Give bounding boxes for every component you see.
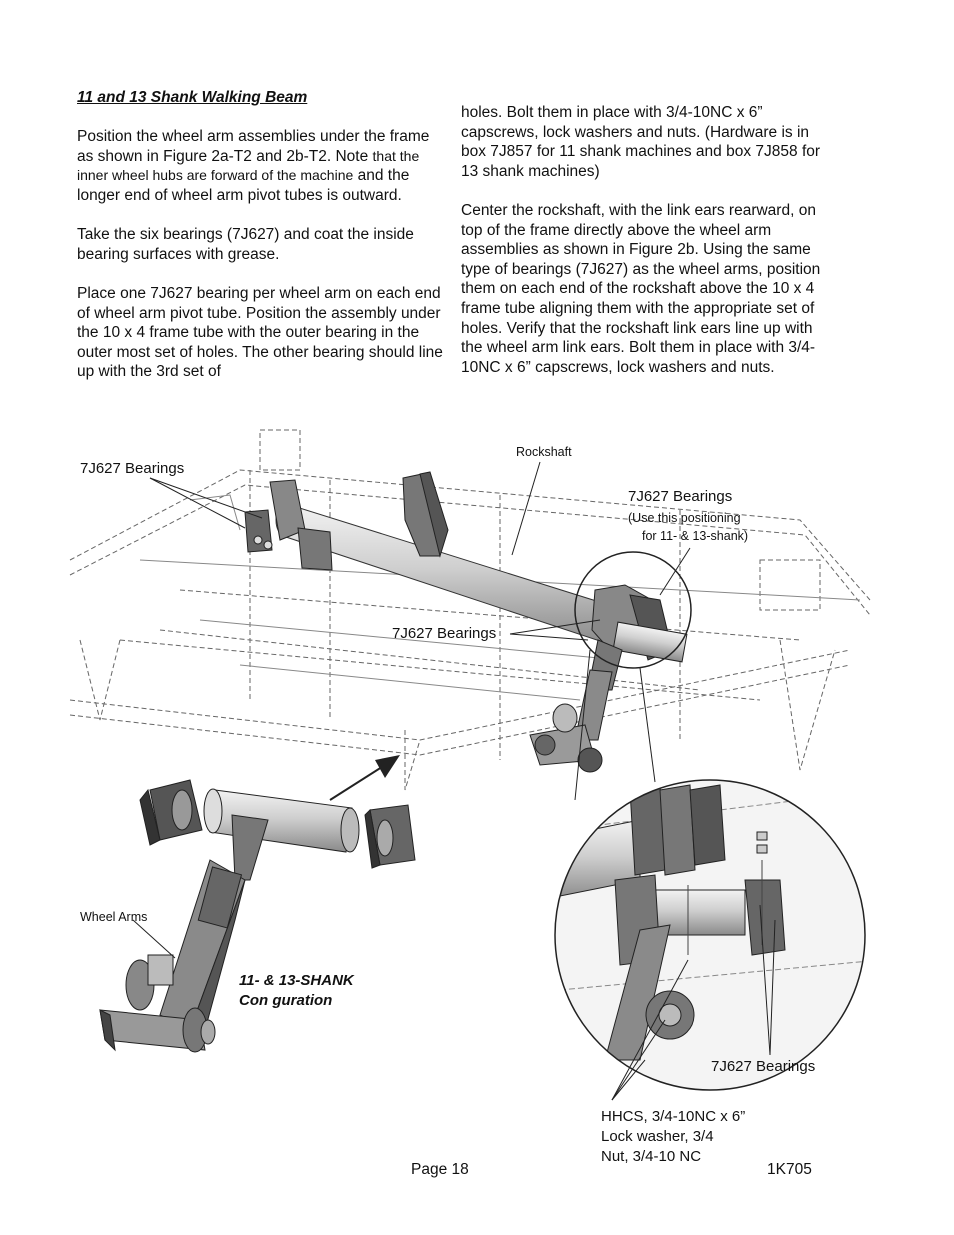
connector-line [639, 667, 656, 783]
label-positioning-note-1: (Use this positioning [628, 511, 741, 525]
label-bearings-top-right: 7J627 Bearings [628, 488, 733, 505]
hardware-line: Nut, 3/4-10 NC [601, 1148, 702, 1165]
label-wheel-arms: Wheel Arms [80, 910, 148, 924]
page-number: Page 18 [411, 1161, 469, 1178]
hardware-line: HHCS, 3/4-10NC x 6” [601, 1108, 746, 1125]
paragraph-rockshaft: Center the rockshaft, with the link ears… [461, 201, 821, 376]
section-heading: 11 and 13 Shank Walking Beam [77, 89, 308, 106]
highlight-circle [574, 551, 692, 669]
left-bearing-assembly [244, 479, 333, 571]
paragraph-bolt: holes. Bolt them in place with 3/4-10NC … [461, 104, 821, 180]
paragraph-place-bearing: Place one 7J627 bearing per wheel arm on… [77, 284, 443, 381]
label-bearings-detail: 7J627 Bearings [711, 1058, 816, 1075]
paragraph-line: Position the wheel arm assemblies under … [77, 128, 430, 165]
hardware-line: Lock washer, 3/4 [601, 1128, 714, 1145]
frame-wireframe [69, 429, 871, 791]
connector-line [574, 649, 591, 801]
config-title-line: Con guration [239, 992, 333, 1009]
paragraph-line: and the longer end of wheel arm pivot tu… [77, 167, 410, 204]
rockshaft-ears [402, 471, 449, 558]
left-text-column: 11 and 13 Shank Walking Beam Position th… [77, 88, 447, 402]
document-code: 1K705 [767, 1161, 812, 1178]
right-wheel-arm [529, 669, 613, 773]
direction-arrow [329, 755, 400, 801]
paragraph-line: that the inner wheel hubs are forward of… [77, 147, 420, 184]
right-text-column: holes. Bolt them in place with 3/4-10NC … [461, 103, 833, 397]
label-positioning-note-2: for 11- & 13-shank) [642, 529, 749, 543]
exploded-wheel-arm [99, 779, 416, 1053]
label-bearings-middle: 7J627 Bearings [392, 625, 497, 642]
detail-circle-outline [554, 779, 866, 1091]
figure-config-title: 11- & 13-SHANK Con guration [239, 971, 354, 1011]
label-bearings-top-left: 7J627 Bearings [80, 460, 185, 477]
right-bearing-assembly [587, 584, 688, 691]
label-hardware: HHCS, 3/4-10NC x 6” Lock washer, 3/4 Nut… [601, 1107, 745, 1167]
paragraph-position: Position the wheel arm assemblies under … [77, 127, 447, 205]
leader-lines [132, 461, 776, 1101]
label-rockshaft: Rockshaft [516, 445, 572, 459]
paragraph-grease: Take the six bearings (7J627) and coat t… [77, 226, 414, 263]
config-title-line: 11- & 13-SHANK [239, 972, 354, 989]
detail-view [555, 780, 865, 1090]
